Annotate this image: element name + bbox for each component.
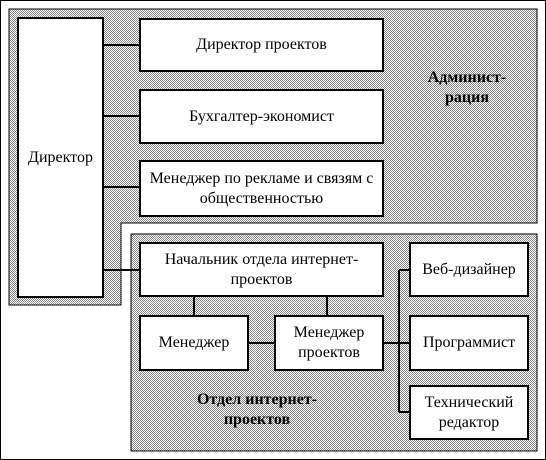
project-director-box: Директор проектов: [139, 18, 384, 72]
accountant-box: Бухгалтер-экономист: [139, 89, 384, 144]
web-designer-box: Веб-дизайнер: [409, 242, 529, 297]
pr-manager-box: Менеджер по рекламе и связям с обществен…: [139, 160, 384, 217]
connectors: [103, 44, 410, 413]
project-manager-box: Менеджер проектов: [274, 315, 384, 371]
director-box: Директор: [17, 17, 104, 298]
tech-editor-box: Технический редактор: [409, 385, 529, 440]
programmer-box: Программист: [409, 315, 529, 371]
admin-region: [8, 8, 538, 306]
manager-box: Менеджер: [139, 315, 249, 371]
admin-label: Админист-рация: [427, 69, 507, 106]
dept-label: Отдел интернет-проектов: [196, 391, 318, 428]
dept-head-box: Начальник отдела интернет-проектов: [139, 242, 384, 297]
